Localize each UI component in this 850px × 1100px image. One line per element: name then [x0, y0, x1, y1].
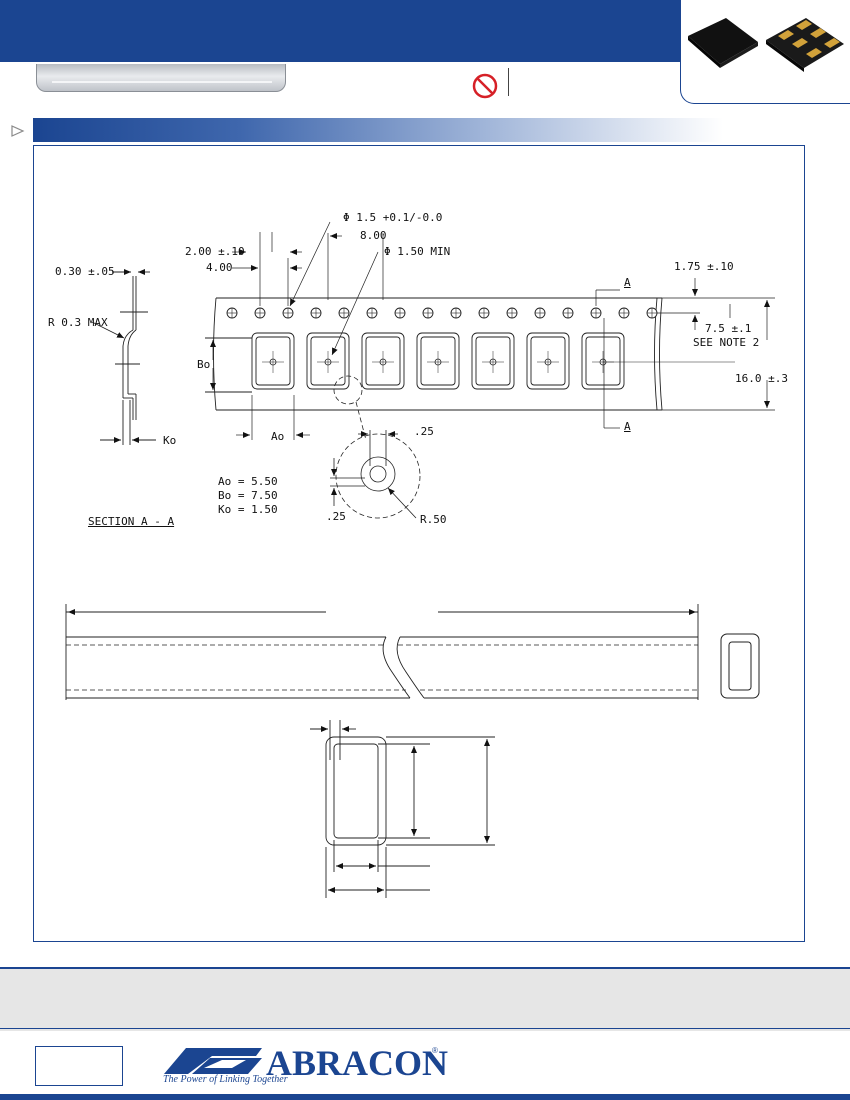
abracon-tagline: The Power of Linking Together: [163, 1074, 288, 1085]
bo-value: Bo = 7.50: [218, 489, 278, 502]
cavity-hole-diameter-label: Φ 1.50 MIN: [384, 245, 451, 258]
tape-thickness-label: 0.30 ±.05: [55, 265, 115, 278]
header-band: [0, 0, 680, 62]
chip-package-bottom-icon: [766, 18, 844, 72]
cavity-pitch-label: 8.00: [360, 229, 387, 242]
ao-value: Ao = 5.50: [218, 475, 278, 488]
edge-offset-label: 1.75 ±.10: [674, 260, 734, 273]
corner-radius-label: R 0.3 MAX: [48, 316, 108, 329]
registered-mark: ®: [432, 1046, 438, 1055]
detail-gap-left-label: .25: [326, 510, 346, 523]
footer-band: [0, 967, 850, 1031]
hole-pitch-label: 4.00: [206, 261, 233, 274]
page-number-box: [35, 1046, 123, 1086]
header-tab: [36, 64, 286, 92]
divider: [508, 68, 509, 96]
ko-dimension-label: Ko: [163, 434, 177, 447]
section-header-bar: [33, 118, 723, 142]
abracon-wordmark: ABRACON: [266, 1043, 449, 1083]
section-mark-top: A: [624, 276, 631, 289]
tape-width-label: 16.0 ±.3: [735, 372, 788, 385]
section-mark-bottom: A: [624, 420, 631, 433]
detail-gap-top-label: .25: [414, 425, 434, 438]
see-note-label: SEE NOTE 2: [693, 336, 760, 349]
triangle-bullet-icon: [11, 125, 25, 137]
sprocket-diameter-label: Φ 1.5 +0.1/-0.0: [343, 211, 443, 224]
tape-pockets: [251, 332, 625, 390]
ao-dimension-label: Ao: [271, 430, 285, 443]
ko-value: Ko = 1.50: [218, 503, 278, 516]
center-offset-label: 7.5 ±.1: [705, 322, 752, 335]
chip-package-top-icon: [688, 18, 758, 68]
footer-divider: [0, 1028, 850, 1029]
detail-radius-label: R.50: [420, 513, 447, 526]
bottom-rule: [0, 1094, 850, 1100]
header-tab-highlight: [52, 81, 272, 83]
drawing-frame: [33, 145, 805, 942]
abracon-logo-icon: [164, 1048, 262, 1074]
hole-pitch-tolerance-label: 2.00 ±.10: [185, 245, 245, 258]
bo-dimension-label: Bo: [197, 358, 211, 371]
no-sign-icon: [472, 73, 498, 99]
section-title: SECTION A - A: [88, 515, 175, 528]
